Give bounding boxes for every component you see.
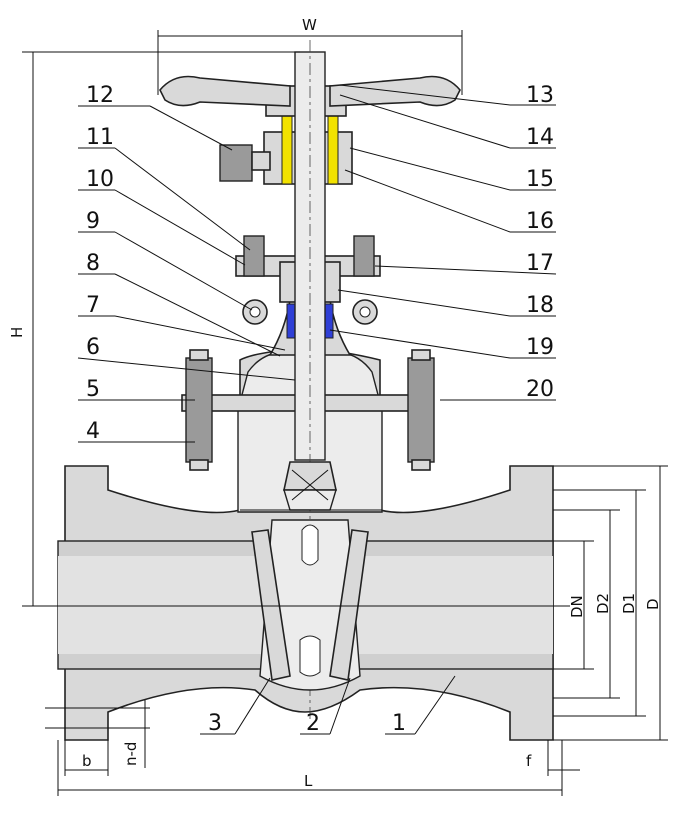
part-label-14: 14: [526, 125, 554, 150]
part-label-8: 8: [86, 251, 100, 276]
part-label-5: 5: [86, 377, 100, 402]
dim-label-d2: D2: [594, 593, 612, 614]
part-label-17: 17: [526, 251, 554, 276]
part-label-16: 16: [526, 209, 554, 234]
dim-label-h: H: [8, 327, 26, 338]
part-label-13: 13: [526, 83, 554, 108]
dimension-lines: [22, 30, 668, 796]
part-label-6: 6: [86, 335, 100, 360]
part-label-19: 19: [526, 335, 554, 360]
part-label-2: 2: [306, 711, 320, 736]
part-label-20: 20: [526, 377, 554, 402]
part-label-10: 10: [86, 167, 114, 192]
valve-body: [57, 40, 554, 741]
part-label-9: 9: [86, 209, 100, 234]
part-label-18: 18: [526, 293, 554, 318]
part-label-1: 1: [392, 711, 406, 736]
part-label-11: 11: [86, 125, 114, 150]
dim-label-b: b: [82, 752, 92, 770]
part-label-3: 3: [208, 711, 222, 736]
dim-label-l: L: [304, 772, 313, 790]
part-label-4: 4: [86, 419, 100, 444]
dimension-labels: W H L DN D2 D1 D b f n-d: [8, 16, 662, 790]
dim-label-d: D: [644, 598, 662, 610]
dim-label-w: W: [302, 16, 317, 34]
leader-lines: [77, 84, 557, 735]
part-label-15: 15: [526, 167, 554, 192]
part-label-7: 7: [86, 293, 100, 318]
dim-label-d1: D1: [620, 593, 638, 614]
dim-label-dn: DN: [568, 595, 586, 618]
dim-label-f: f: [526, 752, 532, 770]
dim-label-nd: n-d: [122, 742, 140, 766]
part-label-12: 12: [86, 83, 114, 108]
part-labels: 12 11 10 9 8 7 6 5 4 13 14 15 16 17 18 1…: [86, 83, 554, 736]
